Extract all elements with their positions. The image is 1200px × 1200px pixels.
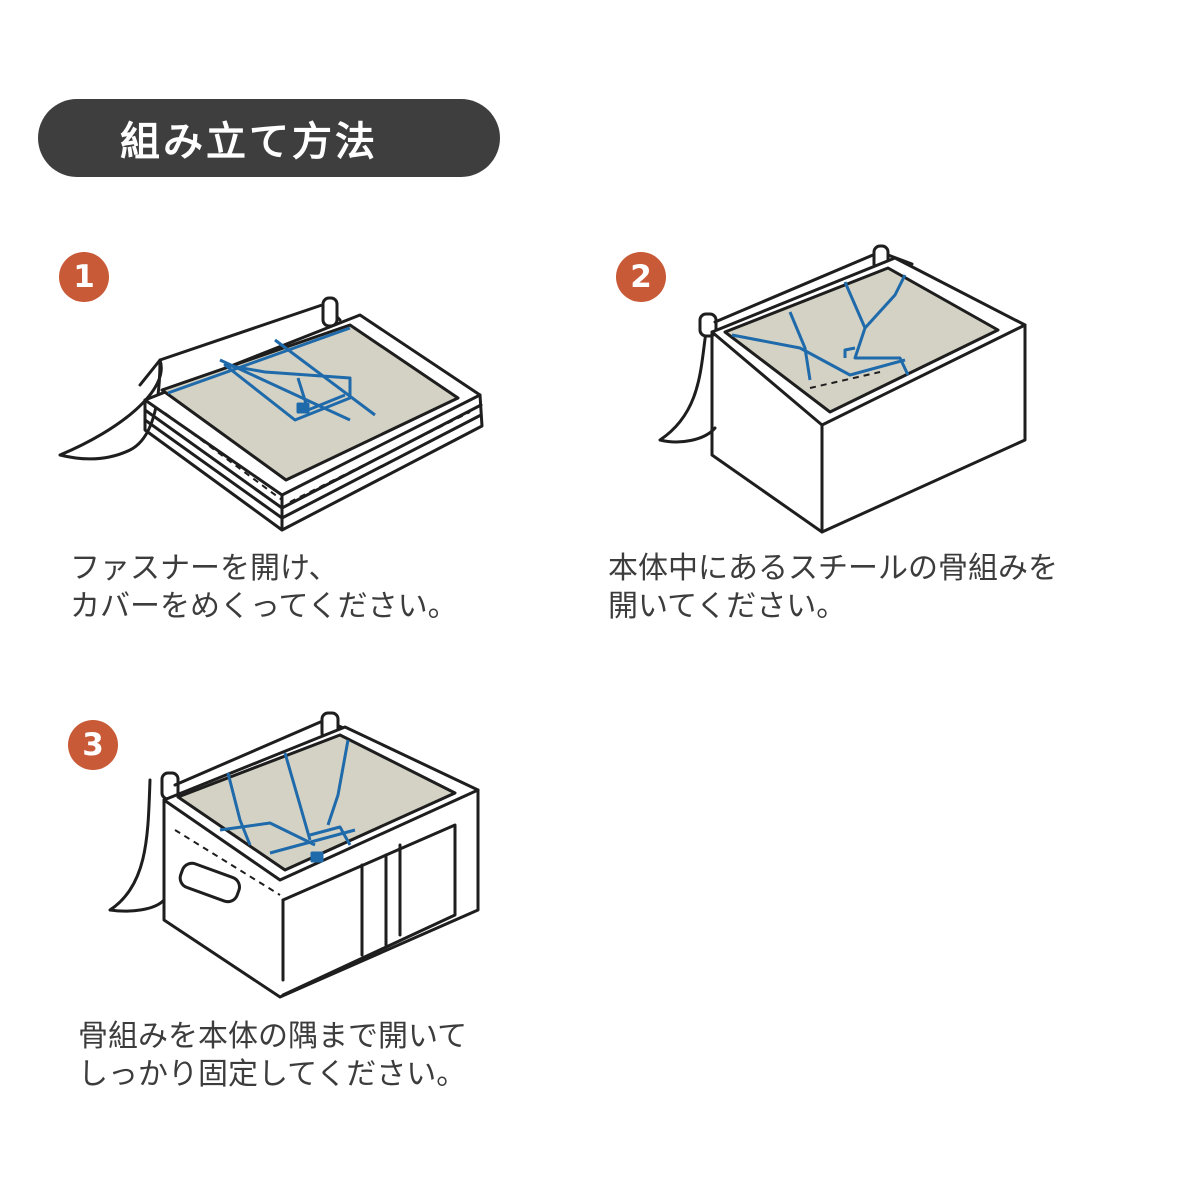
step-3-caption-line-1: 骨組みを本体の隅まで開いて	[78, 1019, 468, 1054]
page-title: 組み立て方法	[120, 119, 378, 165]
step-2-caption-line-1: 本体中にあるスチールの骨組みを	[608, 551, 1058, 586]
step-3-illustration	[108, 711, 480, 999]
step-3-caption-line-2: しっかり固定してください。	[78, 1057, 467, 1092]
step-3-frame	[219, 739, 356, 863]
step-3-caption: 骨組みを本体の隅まで開いて しっかり固定してください。	[78, 1018, 467, 1094]
step-2-caption-line-2: 開いてください。	[608, 589, 847, 624]
step-1-frame	[167, 326, 376, 422]
step-1-caption: ファスナーを開け、 カバーをめくってください。	[70, 550, 458, 626]
step-1-number: 1	[73, 259, 95, 295]
step-1-illustration	[58, 296, 484, 532]
step-1-caption-line-1: ファスナーを開け、	[70, 551, 339, 586]
step-2-caption: 本体中にあるスチールの骨組みを 開いてください。	[608, 550, 1058, 626]
step-3-badge: 3	[68, 720, 118, 770]
step-3-number: 3	[82, 727, 104, 763]
step-2-number: 2	[630, 259, 652, 295]
step-2-badge: 2	[616, 252, 666, 302]
step-1-caption-line-2: カバーをめくってください。	[70, 589, 458, 624]
step-2-illustration	[658, 244, 1027, 534]
step-1-badge: 1	[59, 252, 109, 302]
step-2-frame	[731, 274, 910, 381]
title-banner: 組み立て方法	[38, 99, 500, 177]
